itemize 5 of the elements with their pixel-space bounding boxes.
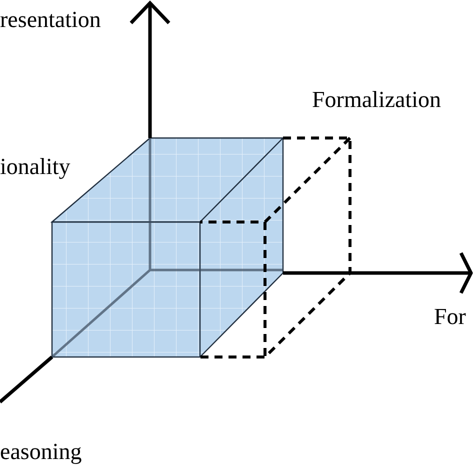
axis-label: ionality xyxy=(0,155,70,178)
axis-label: Formalization xyxy=(312,88,442,111)
axis-label: easoning xyxy=(0,440,82,463)
axis-label: For xyxy=(434,305,466,328)
axis-label: resentation xyxy=(0,8,101,31)
